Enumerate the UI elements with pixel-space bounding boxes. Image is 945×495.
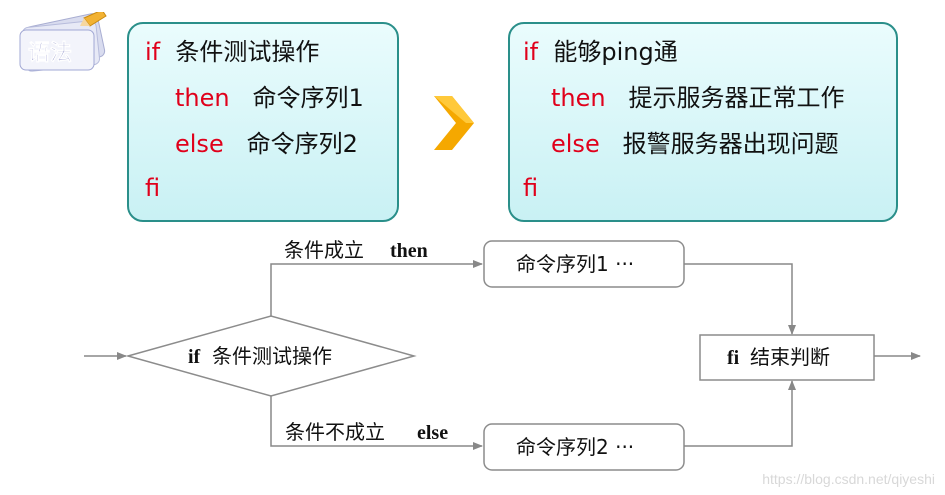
- decision-keyword: if: [188, 346, 201, 368]
- command-box-1-text: 命令序列1 ···: [516, 252, 634, 276]
- chevron-right-icon: [432, 94, 476, 152]
- example-line-fi: fi: [523, 174, 538, 202]
- example-line-else: else 报警服务器出现问题: [551, 130, 839, 158]
- else-command-text: 命令序列2: [246, 130, 358, 158]
- keyword-else: else: [175, 130, 224, 158]
- code-line-if: if 条件测试操作: [145, 38, 319, 66]
- example-keyword-fi: fi: [523, 174, 539, 202]
- merge-line-bottom: [684, 380, 796, 447]
- end-text: 结束判断: [750, 345, 830, 369]
- code-line-then: then 命令序列1: [175, 84, 364, 112]
- watermark: https://blog.csdn.net/qiyeshi: [762, 471, 935, 487]
- syntax-code-box: if 条件测试操作 then 命令序列1 else 命令序列2 fi: [127, 22, 399, 222]
- example-else-text: 报警服务器出现问题: [622, 130, 839, 158]
- example-keyword-if: if: [523, 38, 539, 66]
- example-code-box: if 能够ping通 then 提示服务器正常工作 else 报警服务器出现问题…: [508, 22, 898, 222]
- example-keyword-then: then: [551, 84, 606, 112]
- end-keyword: fi: [727, 347, 740, 369]
- syntax-badge: 语法: [14, 9, 110, 74]
- false-branch-keyword: else: [417, 422, 448, 444]
- then-command-text: 命令序列1: [252, 84, 364, 112]
- decision-text: 条件测试操作: [212, 344, 332, 368]
- keyword-then: then: [175, 84, 230, 112]
- false-branch-line: [270, 396, 483, 450]
- syntax-badge-label: 语法: [28, 41, 72, 66]
- true-branch-line: [270, 260, 483, 316]
- code-line-fi: fi: [145, 174, 160, 202]
- merge-line-top: [684, 263, 796, 335]
- example-line-if: if 能够ping通: [523, 38, 678, 66]
- code-line-else: else 命令序列2: [175, 130, 358, 158]
- keyword-fi: fi: [145, 174, 161, 202]
- true-branch-text: 条件成立: [284, 238, 364, 262]
- end-box: [699, 334, 875, 381]
- example-keyword-else: else: [551, 130, 600, 158]
- example-then-text: 提示服务器正常工作: [628, 84, 845, 112]
- example-condition-text: 能够ping通: [553, 38, 678, 66]
- syntax-badge-graphic: 语法: [19, 9, 107, 72]
- false-branch-text: 条件不成立: [285, 420, 385, 444]
- true-branch-keyword: then: [390, 240, 428, 262]
- example-line-then: then 提示服务器正常工作: [551, 84, 845, 112]
- command-box-2: [483, 423, 685, 471]
- command-box-2-text: 命令序列2 ···: [516, 435, 634, 459]
- condition-text: 条件测试操作: [175, 38, 320, 66]
- decision-diamond: [125, 315, 417, 397]
- keyword-if: if: [145, 38, 161, 66]
